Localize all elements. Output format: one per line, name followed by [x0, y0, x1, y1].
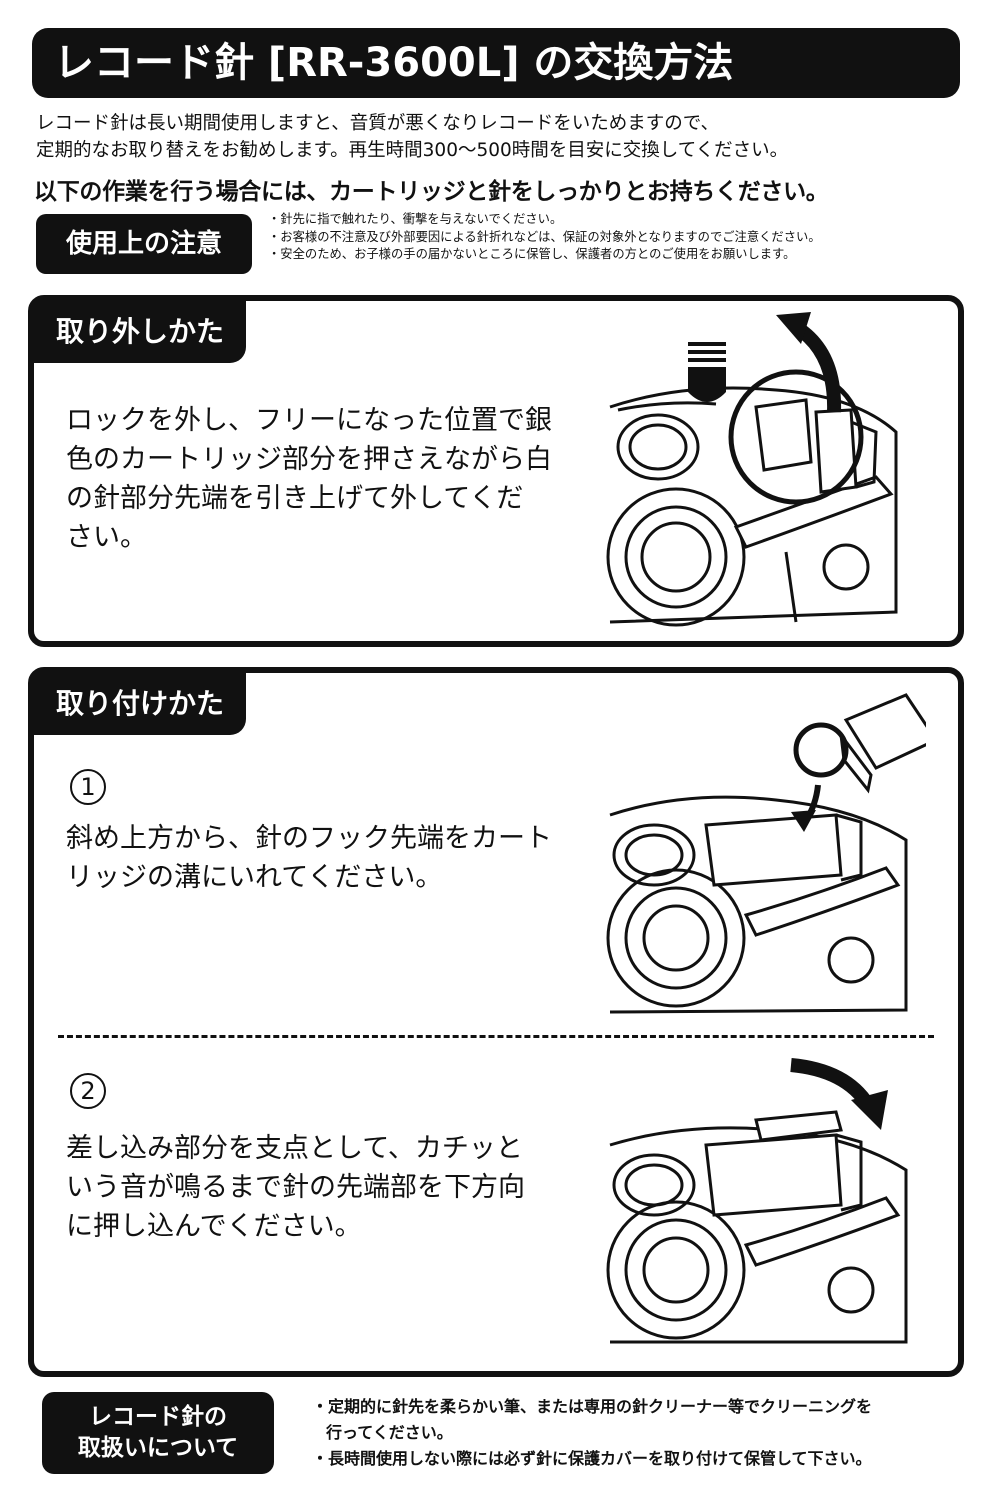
install-panel: 取り付けかた 1 斜め上方から、針のフック先端をカート リッジの溝にいれてくださ… [28, 667, 964, 1377]
instruction-line: 差し込み部分を支点として、カチッと [66, 1133, 523, 1164]
intro-text: レコード針は長い期間使用しますと、音質が悪くなりレコードをいためますので、 定期… [36, 110, 966, 164]
handling-label-line: レコード針の [89, 1404, 227, 1430]
intro-line: レコード針は長い期間使用しますと、音質が悪くなりレコードをいためますので、 [36, 113, 720, 134]
step1-number: 1 [70, 769, 106, 805]
removal-illustration [606, 312, 898, 627]
finger-icon [688, 342, 726, 402]
instruction-line: リッジの溝にいれてください。 [66, 862, 443, 893]
step2-instructions: 差し込み部分を支点として、カチッと いう音が鳴るまで針の先端部を下方向 に押し込… [66, 1129, 586, 1246]
step1-instructions: 斜め上方から、針のフック先端をカート リッジの溝にいれてください。 [66, 819, 586, 897]
intro-line: 定期的なお取り替えをお勧めします。再生時間300〜500時間を目安に交換してくだ… [36, 140, 789, 161]
instruction-line: ロックを外し、フリーになった位置で銀 [66, 405, 552, 436]
caution-label: 使用上の注意 [36, 214, 252, 274]
down-arrow-icon [791, 784, 821, 832]
handling-label: レコード針の 取扱いについて [42, 1392, 274, 1474]
instruction-line: 斜め上方から、針のフック先端をカート [66, 823, 552, 854]
step-divider [58, 1035, 934, 1038]
caution-item: ・安全のため、お子様の手の届かないところに保管し、保護者の方とのご使用をお願いし… [268, 247, 796, 261]
caution-item: ・針先に指で触れたり、衝撃を与えないでください。 [268, 212, 563, 226]
bold-notice: 以下の作業を行う場合には、カートリッジと針をしっかりとお持ちください。 [34, 179, 829, 205]
handling-item-cont: 行ってください。 [326, 1423, 453, 1442]
caution-item: ・お客様の不注意及び外部要因による針折れなどは、保証の対象外となりますのでご注意… [268, 229, 821, 244]
handling-item: ・定期的に針先を柔らかい筆、または専用の針クリーナー等でクリーニングを [312, 1397, 873, 1416]
page-title: レコード針 [RR-3600L] の交換方法 [32, 28, 960, 98]
removal-tab: 取り外しかた [34, 301, 247, 363]
rotate-down-arrow-icon [790, 1058, 888, 1130]
instruction-line: いう音が鳴るまで針の先端部を下方向 [66, 1172, 525, 1203]
step1-illustration [606, 693, 926, 1014]
install-tab: 取り付けかた [34, 673, 247, 735]
rotate-up-arrow-icon [776, 312, 842, 413]
instruction-line: 色のカートリッジ部分を押さえながら白 [66, 444, 552, 475]
handling-list: ・定期的に針先を柔らかい筆、または専用の針クリーナー等でクリーニングを 行ってく… [312, 1394, 962, 1472]
instruction-line: の針部分先端を引き上げて外してくだ [66, 483, 524, 514]
caution-list: ・針先に指で触れたり、衝撃を与えないでください。 ・お客様の不注意及び外部要因に… [268, 211, 968, 264]
instruction-line: に押し込んでください。 [66, 1211, 362, 1242]
step2-number: 2 [70, 1073, 106, 1109]
handling-label-line: 取扱いについて [77, 1435, 239, 1461]
handling-item: ・長時間使用しない際には必ず針に保護カバーを取り付けて保管して下さい。 [312, 1449, 872, 1468]
step2-illustration [606, 1058, 908, 1344]
removal-instructions: ロックを外し、フリーになった位置で銀 色のカートリッジ部分を押さえながら白 の針… [66, 401, 586, 557]
instruction-line: さい。 [66, 522, 147, 553]
removal-panel: 取り外しかた ロックを外し、フリーになった位置で銀 色のカートリッジ部分を押さえ… [28, 295, 964, 647]
